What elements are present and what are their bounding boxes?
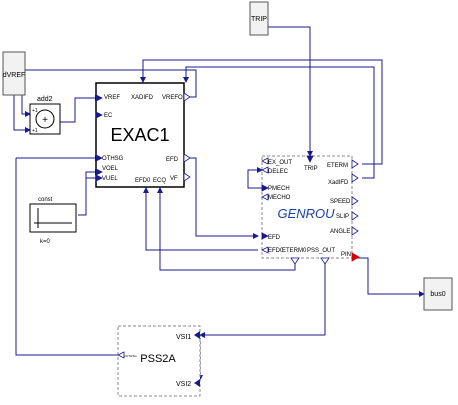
genrou-port-pss-out: PSS_OUT	[307, 248, 335, 254]
genrou-port-angle: ANGLE	[330, 229, 350, 235]
genrou-port-xadifd: XadIFD	[328, 180, 349, 186]
trip-block[interactable]: TRIP	[249, 1, 269, 36]
add-block[interactable]: add2 + +1 +1	[29, 96, 61, 135]
genrou-marker-efd0[interactable]	[261, 246, 269, 254]
exac1-port-efd0: EFD0	[135, 178, 151, 184]
genrou-marker-eterm0[interactable]	[290, 257, 300, 265]
pss2a-port-vsi2: VSI2	[176, 381, 191, 388]
genrou-marker-ex-out[interactable]	[261, 157, 269, 165]
bus-block[interactable]: bus0	[423, 277, 453, 311]
genrou-port-delec: DELEC	[268, 169, 289, 175]
pss2a-block[interactable]: PSS2A VSI1 VSI2 VOTHSG	[117, 325, 201, 397]
exac1-port-ecq: ECQ	[153, 178, 166, 184]
exac1-marker-efd[interactable]	[183, 153, 191, 163]
exac1-port-vrefo: VREFO	[162, 95, 183, 101]
exac1-marker-ec[interactable]	[95, 111, 103, 119]
genrou-port-markers	[261, 155, 360, 265]
genrou-port-slip: SLIP	[336, 214, 349, 220]
genrou-marker-angle[interactable]	[351, 226, 359, 236]
add-symbol: +	[42, 115, 48, 126]
trip-label: TRIP	[251, 16, 267, 23]
genrou-port-efd: EFD	[268, 235, 281, 241]
dvref-block[interactable]: dVREF	[2, 51, 26, 96]
pss2a-marker-vsi2[interactable]	[194, 379, 200, 387]
pss2a-port-vout: VOTHSG	[124, 354, 137, 358]
const-label: const	[38, 197, 53, 203]
genrou-title: GENROU	[277, 206, 335, 221]
genrou-marker-xadifd[interactable]	[351, 173, 359, 183]
wire-efd0[interactable]	[143, 187, 258, 251]
exac1-port-vuel: VUEL	[102, 176, 118, 182]
genrou-port-ex-out: EX_OUT	[268, 160, 292, 166]
wire-const[interactable]	[78, 169, 101, 216]
wire-eterm-xadifd[interactable]	[140, 59, 383, 165]
genrou-block[interactable]: GENROU EX_OUT DELEC TRIP PMECH MECHO ETE…	[261, 155, 360, 265]
genrou-marker-speed[interactable]	[351, 196, 359, 206]
genrou-marker-slip[interactable]	[351, 211, 359, 221]
wire-pmech[interactable]	[247, 167, 263, 189]
wire-efd[interactable]	[188, 157, 259, 239]
add-in2-sign: +1	[32, 128, 38, 134]
genrou-port-speed: SPEED	[330, 199, 351, 205]
exac1-port-xadifd: XADIFD	[131, 95, 154, 101]
exac1-marker-vuel[interactable]	[95, 174, 103, 182]
genrou-port-mecho: MECHO	[268, 195, 291, 201]
exac1-marker-othsg[interactable]	[95, 154, 103, 162]
add-label: add2	[37, 96, 53, 103]
pss2a-marker-vsi1[interactable]	[194, 331, 200, 339]
exac1-port-ec: EC	[104, 113, 113, 119]
exac1-port-efd: EFD	[166, 157, 179, 163]
dvref-label: dVREF	[3, 72, 26, 79]
genrou-marker-trip[interactable]	[306, 155, 314, 163]
exac1-marker-voel[interactable]	[95, 168, 103, 176]
wire-dvref-add[interactable]	[13, 95, 31, 133]
exac1-port-vf: VF	[170, 176, 178, 182]
genrou-port-trip: TRIP	[304, 166, 318, 172]
exac1-port-vref: VREF	[104, 95, 120, 101]
wire-pin-bus[interactable]	[352, 257, 425, 297]
wire-trip-genrou[interactable]	[268, 26, 313, 157]
wire-add-vref[interactable]	[60, 95, 101, 123]
genrou-port-pmech: PMECH	[268, 186, 290, 192]
add-in1-sign: +1	[32, 108, 38, 114]
genrou-marker-efd[interactable]	[261, 232, 269, 240]
exac1-port-markers	[95, 92, 191, 182]
exac1-port-voel: VOEL	[102, 166, 119, 172]
exac1-ports: VREF XADIFD VREFO EC OTHSG VOEL VUEL EFD…	[102, 95, 183, 184]
wire-xadifd-loop[interactable]	[183, 66, 375, 179]
pss2a-title: PSS2A	[140, 353, 176, 365]
pss2a-port-vsi1: VSI1	[176, 334, 191, 341]
genrou-port-efd0: EFD0	[268, 248, 284, 254]
const-value: k=0	[40, 239, 51, 245]
genrou-marker-pmech[interactable]	[261, 184, 269, 192]
genrou-ports: EX_OUT DELEC TRIP PMECH MECHO ETERM XadI…	[268, 160, 351, 258]
exac1-marker-vrefo[interactable]	[183, 92, 191, 102]
genrou-port-pin: PIN	[341, 252, 351, 258]
exac1-marker-vf[interactable]	[183, 172, 191, 182]
exac1-block[interactable]: EXAC1 VREF XADIFD VREFO EC OTHSG VOEL VU…	[95, 82, 191, 188]
genrou-port-eterm0: ETERM0	[282, 248, 307, 254]
genrou-marker-eterm[interactable]	[351, 159, 359, 169]
wire-vsi1[interactable]	[199, 258, 326, 338]
genrou-marker-mecho[interactable]	[261, 193, 269, 201]
genrou-port-eterm: ETERM	[327, 163, 348, 169]
const-block[interactable]: const k=0	[29, 197, 77, 245]
wire-pss-othsg[interactable]	[15, 158, 118, 356]
exac1-port-othsg: OTHSG	[102, 156, 124, 162]
exac1-title: EXAC1	[110, 125, 169, 145]
genrou-marker-pin[interactable]	[351, 252, 360, 262]
genrou-marker-delec[interactable]	[261, 166, 269, 174]
bus-label: bus0	[430, 291, 445, 298]
pss2a-marker-vout[interactable]	[117, 351, 125, 359]
genrou-marker-pss-out[interactable]	[320, 257, 330, 265]
wire-vrefo-add[interactable]	[21, 69, 197, 117]
exac1-marker-vref[interactable]	[95, 94, 103, 102]
